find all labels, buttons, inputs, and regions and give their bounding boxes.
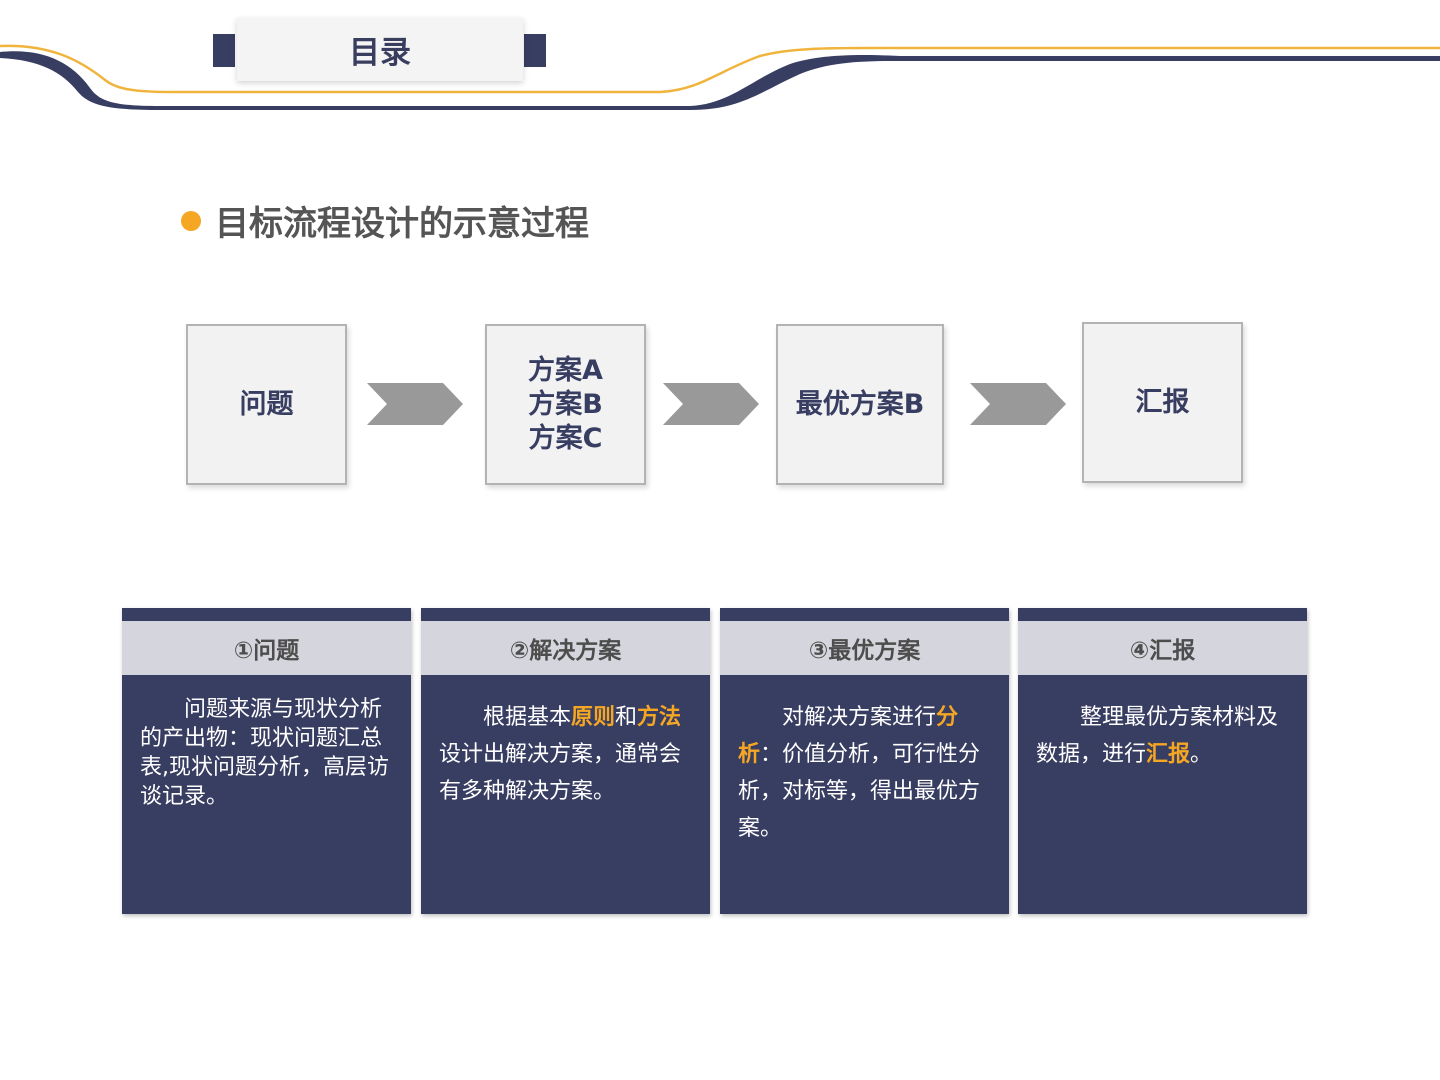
card-title: ①问题 [122, 621, 411, 675]
card-report: ④汇报 整理最优方案材料及数据，进行汇报。 [1018, 608, 1307, 914]
flow-step-solutions: 方案A 方案B 方案C [485, 324, 646, 485]
card-text: 整理最优方案材料及数据，进行 [1036, 705, 1279, 767]
card-body: 根据基本原则和方法设计出解决方案，通常会有多种解决方案。 [421, 675, 710, 914]
card-solutions: ②解决方案 根据基本原则和方法设计出解决方案，通常会有多种解决方案。 [421, 608, 710, 914]
flow-step-line: 方案A [528, 354, 603, 386]
card-highlight: 原则 [571, 705, 616, 730]
card-body: 整理最优方案材料及数据，进行汇报。 [1018, 675, 1307, 914]
card-title: ④汇报 [1018, 621, 1307, 675]
title-tab-right-accent [524, 34, 546, 67]
flow-step-line: 最优方案B [795, 388, 925, 420]
card-text: ：价值分析，可行性分析，对标等，得出最优方案。 [738, 742, 981, 841]
card-problem: ①问题 问题来源与现状分析的产出物：现状问题汇总表,现状问题分析，高层访谈记录。 [122, 608, 411, 914]
flow-step-line: 问题 [239, 388, 294, 420]
card-text: 设计出解决方案，通常会有多种解决方案。 [439, 742, 682, 804]
flow-step-optimal: 最优方案B [776, 324, 944, 485]
bullet-dot-icon [181, 210, 201, 231]
card-text: 根据基本 [483, 705, 572, 730]
card-text: 和 [615, 705, 638, 730]
chevron-right-icon [970, 383, 1066, 425]
card-body: 问题来源与现状分析的产出物：现状问题汇总表,现状问题分析，高层访谈记录。 [122, 675, 411, 914]
card-optimal: ③最优方案 对解决方案进行分析：价值分析，可行性分析，对标等，得出最优方案。 [720, 608, 1009, 914]
flow-step-line: 方案C [528, 422, 603, 454]
chevron-right-icon [663, 383, 759, 425]
page-title: 目录 [237, 18, 523, 81]
card-title: ③最优方案 [720, 621, 1009, 675]
flow-step-problem: 问题 [186, 324, 347, 485]
card-text: 。 [1190, 742, 1213, 767]
title-tab-left-accent [213, 34, 235, 67]
card-top-bar [421, 608, 710, 621]
card-top-bar [1018, 608, 1307, 621]
header-swoosh-decoration [0, 44, 1440, 110]
card-top-bar [122, 608, 411, 621]
card-text: 对解决方案进行 [782, 705, 937, 730]
card-body: 对解决方案进行分析：价值分析，可行性分析，对标等，得出最优方案。 [720, 675, 1009, 914]
flow-step-line: 汇报 [1135, 386, 1190, 418]
section-heading: 目标流程设计的示意过程 [181, 196, 589, 245]
card-highlight: 方法 [637, 705, 682, 730]
card-title: ②解决方案 [421, 621, 710, 675]
chevron-right-icon [367, 383, 463, 425]
card-top-bar [720, 608, 1009, 621]
flow-step-report: 汇报 [1082, 322, 1243, 483]
card-text: 问题来源与现状分析的产出物：现状问题汇总表,现状问题分析，高层访谈记录。 [140, 697, 389, 809]
card-highlight: 汇报 [1146, 742, 1191, 767]
flow-step-line: 方案B [528, 388, 603, 420]
section-heading-text: 目标流程设计的示意过程 [215, 204, 589, 244]
card-highlight: 分析 [738, 705, 959, 767]
